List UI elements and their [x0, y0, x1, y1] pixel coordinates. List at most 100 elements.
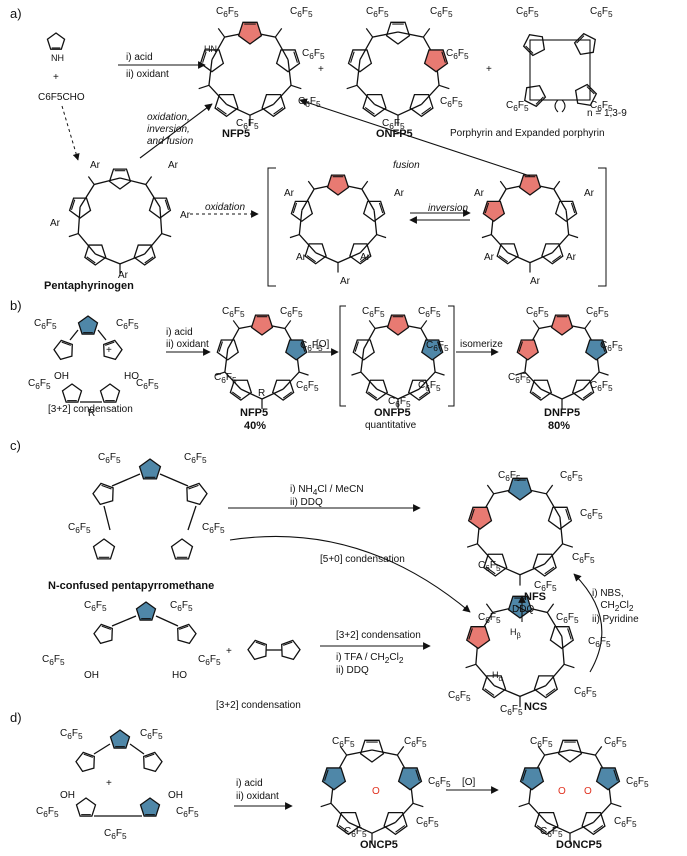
pyrrole-ring: [99, 383, 121, 403]
c6f5-label: C6F5: [366, 6, 389, 19]
pyrrole-ring: [465, 626, 491, 650]
pyrrole-ring: [534, 812, 559, 836]
nh-label: NH: [51, 53, 64, 63]
ar-label: Ar: [530, 276, 540, 287]
pyrrole-ring: [362, 200, 386, 223]
pyrrole-ring: [103, 339, 123, 361]
pyrrole-ring: [557, 739, 583, 763]
intermediate-brackets: [267, 99, 607, 407]
c6f5-label: C6F5: [508, 372, 531, 385]
oh-label: OH: [54, 371, 69, 382]
pyrrole-ring: [321, 767, 347, 791]
c6f5-label: C6F5: [116, 318, 139, 331]
pyrrole-ring: [541, 243, 564, 265]
c6f5-label: C6F5: [222, 306, 245, 319]
c6f5-label: C6F5: [332, 736, 355, 749]
plus-sign: +: [106, 345, 112, 356]
c6f5-label: C6F5: [302, 48, 325, 61]
c6f5-label: C6F5: [198, 654, 221, 667]
c6f5-label: C6F5: [280, 306, 303, 319]
plus-sign: +: [318, 64, 324, 75]
yield-nfp5: 40%: [244, 420, 267, 432]
pyrrole-ring: [481, 675, 507, 699]
isomerize-label: isomerize: [460, 339, 503, 350]
oxidation-step-b: [O]: [316, 339, 330, 350]
c6f5-label: C6F5: [68, 522, 91, 535]
c6f5-label: C6F5: [426, 340, 449, 353]
c6f5-label: C6F5: [418, 380, 441, 393]
path-label-3: and fusion: [147, 136, 194, 147]
pyrrole-ring: [326, 174, 350, 196]
c6f5-label: C6F5: [448, 690, 471, 703]
pyrrole-ring: [108, 168, 132, 190]
ar-label: Ar: [394, 188, 404, 199]
compound-pentaphyrinogen: Pentaphyrinogen: [44, 280, 134, 292]
bipyrrole-ring: [281, 639, 301, 661]
pyrrole-ring: [75, 797, 97, 817]
ar-label: Ar: [118, 270, 128, 281]
confused-pyrrole: [77, 315, 99, 335]
aldehyde-reagent: C6F5CHO: [38, 92, 85, 103]
pyrrole-ring: [585, 339, 608, 361]
confused-pyrrole: [138, 458, 162, 480]
ar-label: Ar: [584, 188, 594, 199]
c6f5-label: C6F5: [184, 452, 207, 465]
pyrrole-ring: [595, 767, 621, 791]
c6f5-label: C6F5: [590, 6, 613, 19]
c6f5-label: C6F5: [170, 600, 193, 613]
panel-label-a: a): [10, 6, 22, 21]
porphyrin-ring: [573, 32, 596, 56]
c6f5-label: C6F5: [478, 560, 501, 573]
c6f5-label: C6F5: [540, 826, 563, 839]
c6f5-label: C6F5: [236, 118, 259, 131]
fusion-label: fusion: [393, 160, 420, 171]
pyrrole-ring: [507, 477, 533, 501]
porphyrin-ring: [524, 84, 547, 108]
pyrrole-rings: [77, 21, 621, 817]
porphyrin-ring: [574, 83, 598, 106]
pyrrole-ring: [214, 94, 239, 118]
c6f5-label: C6F5: [428, 776, 451, 789]
pyrrole-ring: [532, 553, 557, 577]
pyrrole-ring: [84, 244, 107, 266]
pentaphyrinogen-structure: [68, 176, 172, 274]
pyrrole-ring: [529, 379, 553, 401]
ar-label: Ar: [474, 188, 484, 199]
h-alpha-label: Hα: [492, 670, 503, 683]
c6f5-label: C6F5: [104, 828, 127, 841]
pyrrole-monomer: [46, 32, 66, 50]
compound-oncp5: ONCP5: [360, 839, 398, 851]
pyrrole-ring: [271, 379, 295, 401]
doncp5-structure: [518, 745, 622, 844]
pyrrole-ring: [237, 21, 263, 45]
c6f5-label: C6F5: [382, 118, 405, 131]
ho-label: HO: [124, 371, 139, 382]
porphyrin-ring: [522, 34, 546, 57]
condensation-3-2-c: [3+2] condensation: [336, 630, 421, 641]
c6f5-label: C6F5: [404, 736, 427, 749]
pyrrole-ring: [423, 49, 449, 73]
pyrrole-ring: [516, 339, 539, 361]
c6f5-label: C6F5: [362, 306, 385, 319]
condition-oxidant: ii) oxidant: [126, 69, 169, 80]
pyrrole-ring: [547, 506, 573, 530]
condition-acid-b: i) acid: [166, 327, 193, 338]
pyrrole-ring: [407, 379, 431, 401]
plus-sign: +: [106, 778, 112, 789]
pyrrole-ring: [571, 379, 595, 401]
reaction-arrows: [61, 61, 603, 810]
pyrrole-ring: [349, 243, 372, 265]
condition-oxidant-b: ii) oxidant: [166, 339, 209, 350]
panel-label-b: b): [10, 298, 22, 313]
yield-onfp5: quantitative: [365, 420, 417, 431]
ar-label: Ar: [340, 276, 350, 287]
c6f5-label: C6F5: [216, 6, 239, 19]
repeat-count: n = 1,3-9: [587, 108, 627, 119]
pyrrole-ring: [250, 314, 274, 336]
c6f5-label: C6F5: [388, 396, 411, 409]
pyrrole-ring: [496, 243, 519, 265]
c6f5-label: C6F5: [530, 736, 553, 749]
pyrrole-ring: [229, 379, 253, 401]
compound-nfp5-b: NFP5: [240, 407, 269, 419]
